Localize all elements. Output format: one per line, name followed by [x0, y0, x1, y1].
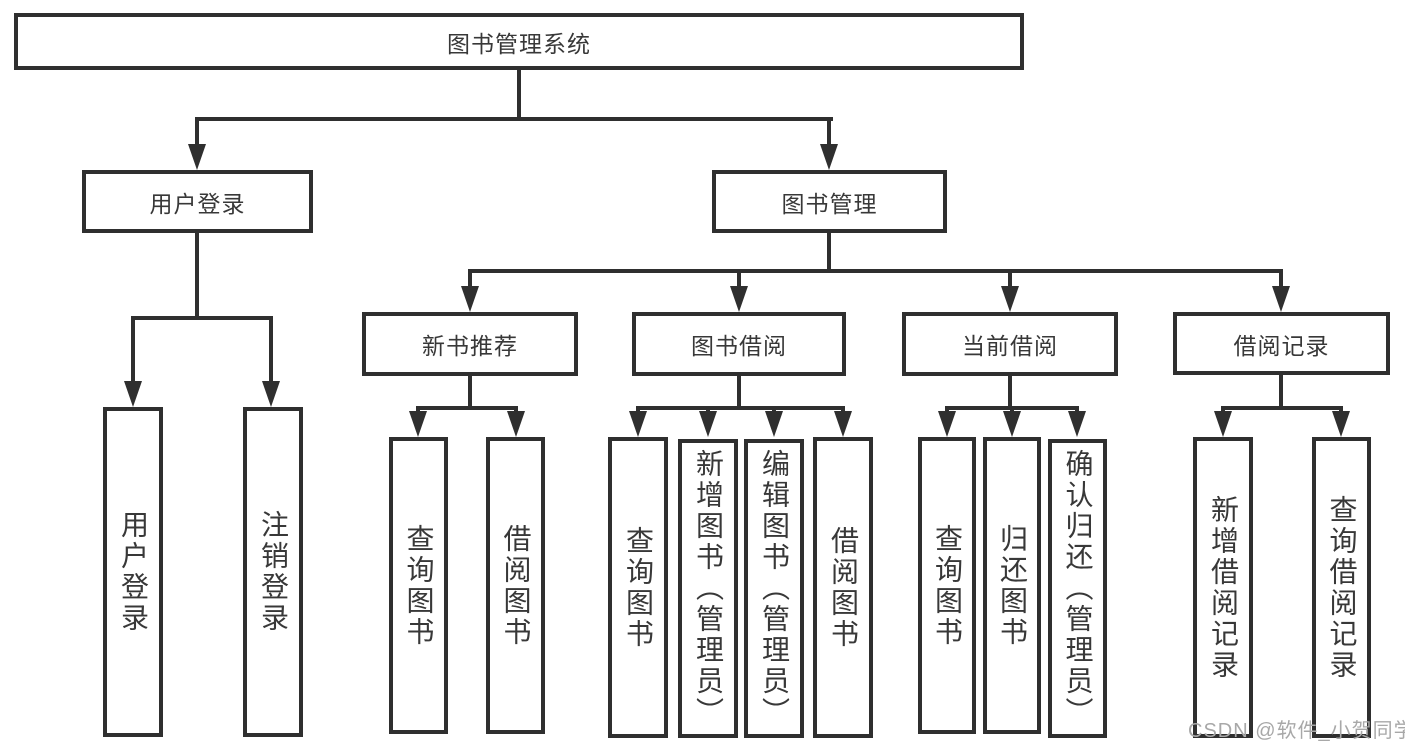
leaf-br-add-record-label: 新增借阅记录: [1208, 494, 1239, 681]
arrowhead-bb-leaf4-icon: [834, 411, 852, 437]
node-new-book-recommend: 新书推荐: [362, 312, 578, 376]
leaf-bb-borrow-books-label: 借阅图书: [828, 525, 859, 650]
connector-nbr-bar: [416, 406, 518, 410]
arrowhead-cb-leaf1-icon: [938, 411, 956, 437]
leaf-nbr-borrow-books: 借阅图书: [486, 437, 545, 734]
arrowhead-bookborrow-icon: [730, 286, 748, 312]
connector-borrowrecords-stem: [1279, 269, 1283, 291]
leaf-bb-query-books-label: 查询图书: [623, 525, 654, 650]
leaf-bb-query-books: 查询图书: [608, 437, 668, 738]
arrowhead-borrowrecords-icon: [1272, 286, 1290, 312]
connector-nbr-down: [468, 376, 472, 410]
connector-leaf-logout-stem: [269, 316, 273, 384]
connector-level3-bar: [468, 269, 1283, 273]
connector-bookborrow-stem: [737, 269, 741, 291]
connector-bookmgmt-down: [827, 233, 831, 273]
leaf-bb-add-books-admin-label: 新增图书（管理员）: [693, 449, 724, 728]
connector-root-stem: [517, 70, 521, 120]
connector-currentborrow-stem: [1008, 269, 1012, 291]
node-root: 图书管理系统: [14, 13, 1024, 70]
arrowhead-bb-leaf3-icon: [765, 411, 783, 437]
connector-userlogin-stem: [195, 117, 199, 147]
connector-leaf-login-stem: [131, 316, 135, 384]
node-root-label: 图书管理系统: [447, 30, 591, 57]
arrowhead-leaf-logout-icon: [262, 381, 280, 407]
arrowhead-cb-leaf2-icon: [1003, 411, 1021, 437]
leaf-br-query-record: 查询借阅记录: [1312, 437, 1371, 738]
connector-bb-down: [737, 376, 741, 410]
arrowhead-bb-leaf1-icon: [629, 411, 647, 437]
arrowhead-currentborrow-icon: [1001, 286, 1019, 312]
arrowhead-nbr-leaf1-icon: [409, 411, 427, 437]
node-book-management: 图书管理: [712, 170, 947, 233]
node-current-borrowing-label: 当前借阅: [962, 333, 1058, 359]
leaf-cb-query-books: 查询图书: [918, 437, 976, 734]
node-current-borrowing: 当前借阅: [902, 312, 1118, 376]
arrowhead-newbook-icon: [461, 286, 479, 312]
connector-br-bar: [1221, 406, 1343, 410]
leaf-user-login: 用户登录: [103, 407, 163, 737]
leaf-nbr-query-books-label: 查询图书: [403, 523, 435, 648]
connector-userlogin-down: [195, 233, 199, 320]
node-user-login: 用户登录: [82, 170, 313, 233]
leaf-nbr-borrow-books-label: 借阅图书: [500, 523, 532, 648]
connector-newbook-stem: [468, 269, 472, 291]
leaf-br-add-record: 新增借阅记录: [1193, 437, 1253, 738]
leaf-logout-label: 注销登录: [258, 510, 289, 634]
arrowhead-br-leaf1-icon: [1214, 411, 1232, 437]
connector-level2-bar: [195, 117, 833, 121]
node-borrowing-records-label: 借阅记录: [1233, 332, 1330, 359]
leaf-bb-add-books-admin: 新增图书（管理员）: [678, 439, 738, 738]
arrowhead-nbr-leaf2-icon: [507, 411, 525, 437]
node-book-management-label: 图书管理: [781, 190, 878, 217]
leaf-cb-return-books: 归还图书: [983, 437, 1041, 734]
node-book-borrowing-label: 图书借阅: [691, 333, 787, 359]
leaf-logout: 注销登录: [243, 407, 303, 737]
arrowhead-br-leaf2-icon: [1332, 411, 1350, 437]
connector-cb-down: [1008, 376, 1012, 410]
leaf-br-query-record-label: 查询借阅记录: [1326, 494, 1358, 681]
connector-bb-bar: [636, 406, 845, 410]
arrowhead-userlogin-icon: [188, 144, 206, 170]
leaf-user-login-label: 用户登录: [118, 510, 149, 634]
leaf-cb-confirm-return-admin: 确认归还（管理员）: [1048, 439, 1107, 738]
connector-br-down: [1279, 375, 1283, 410]
connector-bookmgmt-stem: [827, 117, 831, 147]
leaf-bb-edit-books-admin-label: 编辑图书（管理员）: [759, 449, 790, 728]
node-user-login-label: 用户登录: [149, 190, 246, 217]
arrowhead-leaf-login-icon: [124, 381, 142, 407]
leaf-nbr-query-books: 查询图书: [389, 437, 448, 734]
node-borrowing-records: 借阅记录: [1173, 312, 1390, 375]
leaf-bb-edit-books-admin: 编辑图书（管理员）: [744, 439, 804, 738]
arrowhead-cb-leaf3-icon: [1068, 411, 1086, 437]
leaf-cb-query-books-label: 查询图书: [932, 523, 963, 648]
leaf-cb-return-books-label: 归还图书: [997, 523, 1028, 648]
node-new-book-recommend-label: 新书推荐: [422, 333, 518, 359]
arrowhead-bookmgmt-icon: [820, 144, 838, 170]
leaf-cb-confirm-return-admin-label: 确认归还（管理员）: [1062, 449, 1094, 728]
leaf-bb-borrow-books: 借阅图书: [813, 437, 873, 738]
node-book-borrowing: 图书借阅: [632, 312, 846, 376]
arrowhead-bb-leaf2-icon: [699, 411, 717, 437]
csdn-watermark: CSDN @软件_小贺同学: [1188, 720, 1405, 742]
connector-userlogin-bar: [131, 316, 273, 320]
